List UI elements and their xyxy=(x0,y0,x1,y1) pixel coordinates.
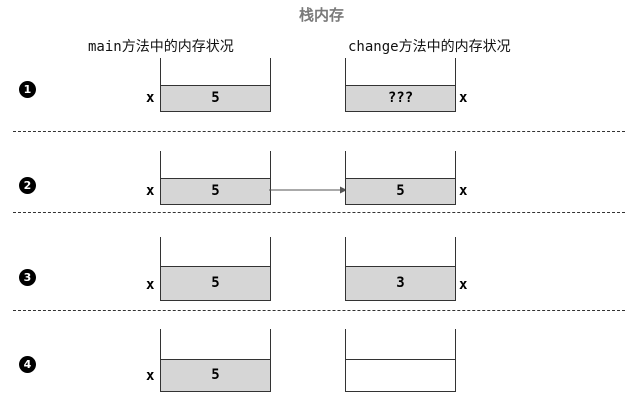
step-2-main-var: x xyxy=(146,183,155,199)
step-1-change-stack: ??? xyxy=(345,58,456,112)
step-1-main-cell: 5 xyxy=(161,85,270,111)
step-3-change-var: x xyxy=(459,277,468,293)
step-3-main-var: x xyxy=(146,277,155,293)
main-column-title: main方法中的内存状况 xyxy=(88,39,234,55)
step-4-main-var: x xyxy=(146,368,155,384)
step-2-main-cell: 5 xyxy=(161,178,270,204)
step-4-change-cell xyxy=(346,359,455,391)
step-3-main-stack: 5 xyxy=(160,237,271,301)
change-column-title: change方法中的内存状况 xyxy=(348,39,511,55)
step-2-change-cell: 5 xyxy=(346,178,455,204)
step-4-main-cell: 5 xyxy=(161,359,270,391)
step-3-badge: 3 xyxy=(19,269,36,286)
copy-arrow xyxy=(269,186,347,194)
step-divider xyxy=(13,310,625,311)
step-divider xyxy=(13,212,625,213)
step-2-change-var: x xyxy=(459,183,468,199)
step-1-main-stack: 5 xyxy=(160,58,271,112)
step-2-change-stack: 5 xyxy=(345,151,456,205)
step-4-main-stack: 5 xyxy=(160,329,271,392)
step-3-change-stack: 3 xyxy=(345,237,456,301)
step-4-badge: 4 xyxy=(19,356,36,373)
step-2-main-stack: 5 xyxy=(160,151,271,205)
step-1-change-cell: ??? xyxy=(346,85,455,111)
step-4-change-stack xyxy=(345,329,456,392)
step-1-change-var: x xyxy=(459,90,468,106)
step-3-change-cell: 3 xyxy=(346,266,455,300)
diagram-title: 栈内存 xyxy=(298,6,344,24)
step-divider xyxy=(13,131,625,132)
step-3-main-cell: 5 xyxy=(161,266,270,300)
step-1-badge: 1 xyxy=(19,81,36,98)
step-1-main-var: x xyxy=(146,90,155,106)
step-2-badge: 2 xyxy=(19,177,36,194)
